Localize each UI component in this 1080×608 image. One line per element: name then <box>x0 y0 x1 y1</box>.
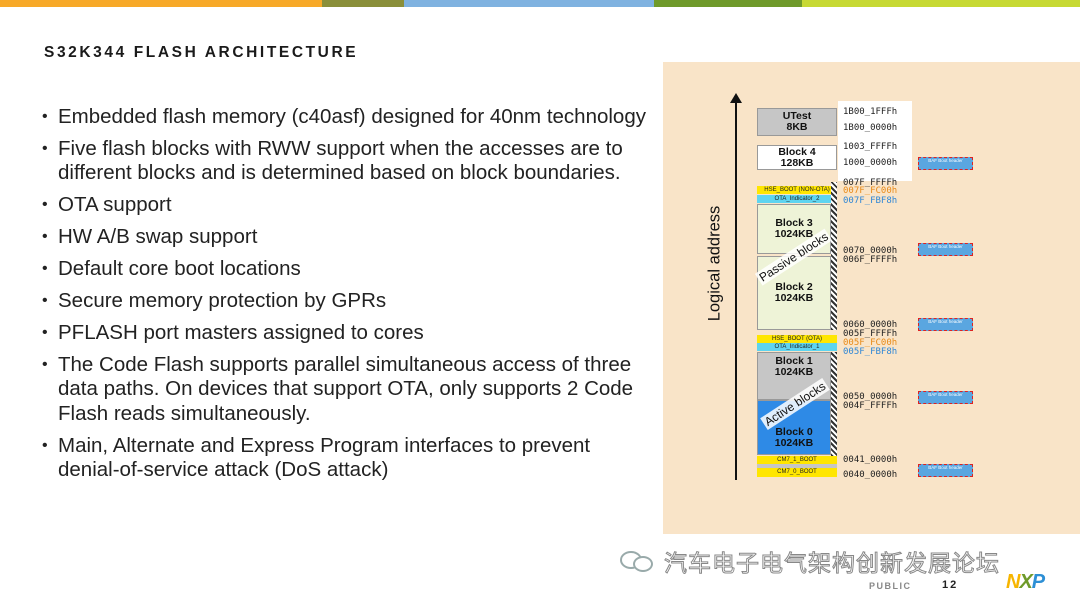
address-background <box>838 101 912 181</box>
baf-boot-header: BAF Boot header <box>918 157 973 170</box>
bullet-dot: • <box>42 228 48 246</box>
baf-boot-header: BAF Boot header <box>918 243 973 256</box>
block-name: UTest <box>782 110 812 122</box>
bullet-text: Embedded flash memory (c40asf) designed … <box>58 105 646 128</box>
address-label: 1B00_0000h <box>843 123 898 133</box>
block-size: 1024KB <box>774 292 814 304</box>
bullet-dot: • <box>42 108 48 125</box>
strip-ota-indicator-2: OTA_Indicator_2 <box>757 195 837 203</box>
address-label: 007F_FFFFh <box>843 178 898 188</box>
address-label: 005F_FFFFh <box>843 329 898 339</box>
bullet-text: PFLASH port masters assigned to cores <box>58 320 424 344</box>
block-name: Block 0 <box>775 426 813 438</box>
bullet-item: • HW A/B swap support <box>40 225 655 250</box>
baf-boot-header: BAF Boot header <box>918 318 973 331</box>
bullet-text: HW A/B swap support <box>58 225 258 249</box>
address-label: 0040_0000h <box>843 470 898 480</box>
axis-label: Logical address <box>705 205 724 322</box>
bullet-dot: • <box>42 291 48 309</box>
block-size: 1024KB <box>774 437 814 449</box>
address-label: 1B00_1FFFh <box>843 107 898 117</box>
bullet-text: Five flash blocks with RWW support when … <box>58 136 623 185</box>
topbar-segment-5 <box>802 0 1080 7</box>
bullet-item: • Default core boot locations <box>40 257 655 282</box>
address-label: 007F_FBF8h <box>843 196 898 206</box>
nxp-logo: NXP <box>1006 571 1045 594</box>
strip-hse-boot-non-ota: HSE_BOOT (NON-OTA) <box>757 186 837 194</box>
passive-hatch-border <box>831 182 837 330</box>
bullet-item: • Main, Alternate and Express Program int… <box>40 434 655 483</box>
bullet-text: Secure memory protection by GPRs <box>58 288 387 312</box>
bullet-list: • Embedded flash memory (c40asf) designed… <box>40 105 655 490</box>
block-name: Block 1 <box>775 355 813 367</box>
block-name: Block 2 <box>775 281 813 293</box>
bullet-text: OTA support <box>58 193 172 217</box>
bullet-dot: • <box>42 196 48 214</box>
logo-letter-p: P <box>1031 571 1045 593</box>
address-label: 0041_0000h <box>843 455 898 465</box>
strip-ota-indicator-1: OTA_Indicator_1 <box>757 343 837 351</box>
topbar-segment-3 <box>404 0 654 7</box>
bullet-item: • The Code Flash supports parallel simult… <box>40 353 655 427</box>
address-label: 0050_0000h <box>843 392 898 402</box>
topbar-segment-2 <box>322 0 404 7</box>
address-label: 0070_0000h <box>843 246 898 256</box>
active-hatch-border <box>831 352 837 456</box>
topbar-segment-1 <box>0 0 322 7</box>
logo-letter-x: X <box>1019 571 1032 593</box>
page-number: 12 <box>942 579 959 591</box>
address-label: 007F_FC00h <box>843 186 898 196</box>
address-label: 006F_FFFFh <box>843 255 898 265</box>
bullet-text: The Code Flash supports parallel simulta… <box>58 352 634 425</box>
bullet-dot: • <box>42 355 48 373</box>
bullet-item: • Five flash blocks with RWW support when… <box>40 137 655 186</box>
bullet-dot: • <box>42 139 48 157</box>
bullet-item: • OTA support <box>40 193 655 218</box>
address-label: 004F_FFFFh <box>843 401 898 411</box>
address-label: 1003_FFFFh <box>843 142 898 152</box>
address-label: 0060_0000h <box>843 320 898 330</box>
top-color-bar <box>0 0 1080 7</box>
watermark-text: 汽车电子电气架构创新发展论坛 <box>664 551 1000 578</box>
block-size: 1024KB <box>774 366 814 378</box>
logo-letter-n: N <box>1006 571 1020 593</box>
topbar-segment-4 <box>654 0 802 7</box>
bullet-dot: • <box>42 323 48 341</box>
address-label: 005F_FC00h <box>843 338 898 348</box>
block-utest: UTest 8KB <box>757 108 837 136</box>
slide-title: S32K344 FLASH ARCHITECTURE <box>44 44 359 61</box>
strip-gray-gap <box>757 464 837 468</box>
baf-boot-header: BAF Boot header <box>918 464 973 477</box>
block-name: Block 3 <box>775 217 813 229</box>
strip-cm7-1-boot: CM7_1_BOOT <box>757 456 837 464</box>
watermark: 汽车电子电气架构创新发展论坛 <box>620 544 1000 578</box>
bullet-dot: • <box>42 436 48 454</box>
bullet-text: Default core boot locations <box>58 257 301 281</box>
strip-hse-boot-ota: HSE_BOOT (OTA) <box>757 335 837 343</box>
block-4: Block 4 128KB <box>757 145 837 170</box>
bullet-item: • Secure memory protection by GPRs <box>40 289 655 314</box>
block-size: 8KB <box>786 121 808 133</box>
address-axis-line <box>735 100 737 480</box>
address-label: 005F_FBF8h <box>843 347 898 357</box>
bullet-item: • Embedded flash memory (c40asf) designed… <box>40 105 655 130</box>
classification-label: PUBLIC <box>869 581 912 591</box>
block-name: Block 4 <box>778 145 816 158</box>
axis-arrow-up-icon <box>730 93 742 103</box>
strip-cm7-0-boot: CM7_0_BOOT <box>757 468 837 477</box>
bullet-dot: • <box>42 260 48 278</box>
baf-boot-header: BAF Boot header <box>918 391 973 404</box>
wechat-icon <box>620 549 656 573</box>
bullet-item: • PFLASH port masters assigned to cores <box>40 321 655 346</box>
address-label: 1000_0000h <box>843 158 898 168</box>
block-size: 1024KB <box>774 228 814 240</box>
bullet-text: Main, Alternate and Express Program inte… <box>58 433 591 482</box>
block-size: 128KB <box>780 156 814 169</box>
